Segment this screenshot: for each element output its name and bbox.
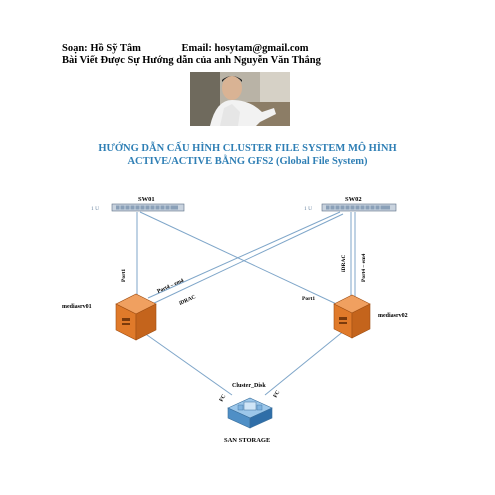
title-line-1: HƯỚNG DẪN CẤU HÌNH CLUSTER FILE SYSTEM M… bbox=[98, 143, 397, 154]
cluster-diagram: SW01 1 U SW02 1 U Port1 Port4 – em4 iDRA… bbox=[62, 196, 408, 444]
unit-left-label: 1 U bbox=[91, 206, 99, 212]
sw01-label: SW01 bbox=[138, 196, 155, 203]
unit-right-label: 1 U bbox=[304, 206, 312, 212]
author-label: Soạn: bbox=[62, 43, 88, 54]
author-name: Hồ Sỹ Tâm bbox=[90, 43, 141, 54]
title-line-2: ACTIVE/ACTIVE BẰNG GFS2 (Global File Sys… bbox=[127, 156, 368, 167]
port4-left-label: Port4 – em4 bbox=[156, 278, 185, 295]
network-links bbox=[136, 211, 356, 396]
san-storage-icon[interactable] bbox=[227, 397, 273, 429]
fc-left-label: FC bbox=[219, 394, 228, 403]
switch-sw01[interactable] bbox=[111, 203, 185, 212]
cluster-disk-label: Cluster_Disk bbox=[232, 383, 266, 389]
author-photo bbox=[190, 72, 290, 126]
link-srv02-storage-fc bbox=[264, 329, 346, 396]
sw02-label: SW02 bbox=[345, 196, 362, 203]
link-sw02-srv01-idrac bbox=[149, 213, 344, 306]
server1-label: mediasrv01 bbox=[62, 304, 92, 310]
document-title: HƯỚNG DẪN CẤU HÌNH CLUSTER FILE SYSTEM M… bbox=[60, 142, 435, 168]
credit-line: Bài Viết Được Sự Hướng dẫn của anh Nguyễ… bbox=[62, 55, 321, 66]
switch-sw02[interactable] bbox=[321, 203, 397, 212]
idrac-right-label: iDRAC bbox=[341, 255, 347, 272]
server-mediasrv02[interactable] bbox=[333, 294, 371, 339]
email-address[interactable]: hosytam@gmail.com bbox=[214, 43, 309, 54]
server2-label: mediasrv02 bbox=[378, 313, 408, 319]
link-sw02-srv01-port4 bbox=[147, 211, 341, 299]
server-mediasrv01[interactable] bbox=[115, 293, 157, 341]
port4-right-label: Port4 – em4 bbox=[361, 253, 367, 282]
fc-right-label: FC bbox=[273, 390, 282, 399]
san-storage-label: SAN STORAGE bbox=[224, 437, 270, 444]
idrac-left-label: iDRAC bbox=[178, 294, 196, 307]
link-sw01-srv02-port1 bbox=[139, 211, 346, 309]
link-srv01-storage-fc bbox=[139, 329, 233, 396]
author-line: Soạn: Hồ Sỹ Tâm Email: hosytam@gmail.com bbox=[62, 43, 309, 54]
port1-left-label: Port1 bbox=[121, 269, 127, 282]
port1-right-label: Port1 bbox=[302, 296, 315, 302]
email-label: Email: bbox=[181, 43, 212, 54]
